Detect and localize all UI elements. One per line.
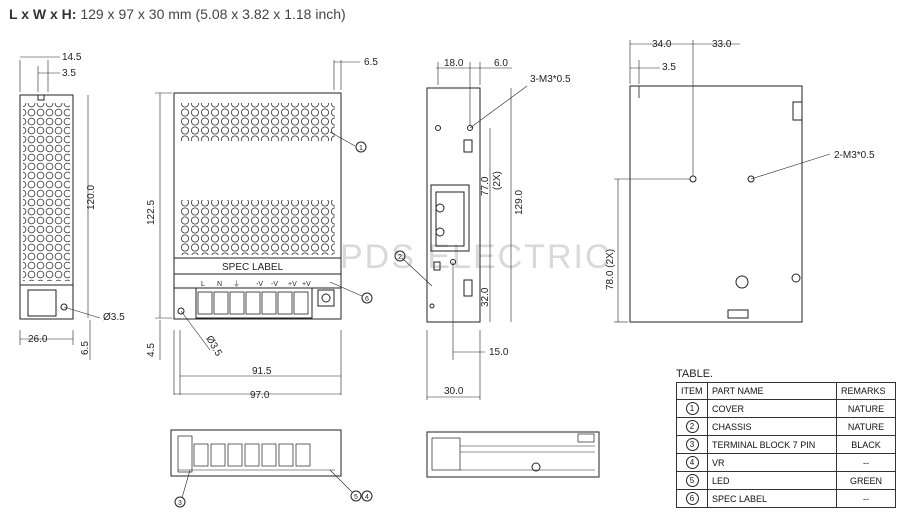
header-label: L x W x H: bbox=[9, 6, 77, 22]
watermark-text: PDS ELECTRIC bbox=[340, 238, 612, 276]
back-dim-3-5: 3.5 bbox=[662, 62, 676, 73]
remarks: GREEN bbox=[836, 471, 896, 490]
part-name: LED bbox=[707, 471, 837, 490]
parts-table: ITEM PART NAME REMARKS 1 COVER NATURE 2 … bbox=[676, 382, 896, 508]
side-dim-77: 77.0 bbox=[480, 176, 491, 196]
header-value: 129 x 97 x 30 mm (5.08 x 3.82 x 1.18 inc… bbox=[80, 6, 346, 22]
left-dim-6-5: 6.5 bbox=[80, 341, 91, 355]
item-number: 5 bbox=[685, 474, 699, 487]
left-dim-3-5: 3.5 bbox=[62, 68, 76, 79]
remarks: -- bbox=[836, 489, 896, 508]
table-row: 2 CHASSIS NATURE bbox=[676, 417, 896, 436]
remarks: BLACK bbox=[836, 435, 896, 454]
left-view bbox=[19, 56, 101, 360]
front-dim-6-5: 6.5 bbox=[364, 57, 378, 68]
part-name: TERMINAL BLOCK 7 PIN bbox=[707, 435, 837, 454]
item-number: 4 bbox=[685, 456, 699, 469]
table-row: 3 TERMINAL BLOCK 7 PIN BLACK bbox=[676, 435, 896, 454]
callout-5: 5 bbox=[354, 494, 358, 501]
remarks: -- bbox=[836, 453, 896, 472]
back-dim-34: 34.0 bbox=[652, 39, 672, 50]
front-dim-hole: Ø3.5 bbox=[203, 334, 224, 359]
item-number: 3 bbox=[685, 438, 699, 451]
part-name: SPEC LABEL bbox=[707, 489, 837, 508]
left-dim-26: 26.0 bbox=[28, 334, 48, 345]
parts-table-container: TABLE. ITEM PART NAME REMARKS 1 COVER NA… bbox=[676, 368, 896, 508]
parts-table-header: ITEM PART NAME REMARKS bbox=[676, 382, 896, 400]
side-screw-label: 3-M3*0.5 bbox=[530, 74, 571, 85]
header-part-name: PART NAME bbox=[707, 382, 837, 400]
callout-1: 1 bbox=[359, 145, 363, 152]
dimension-header: L x W x H: 129 x 97 x 30 mm (5.08 x 3.82… bbox=[9, 6, 346, 22]
back-dim-78: 78.0 (2X) bbox=[605, 249, 616, 290]
back-dim-33: 33.0 bbox=[712, 39, 732, 50]
side-dim-18: 18.0 bbox=[444, 58, 464, 69]
header-remarks: REMARKS bbox=[836, 382, 896, 400]
item-number: 2 bbox=[685, 420, 699, 433]
bottom-view-front bbox=[170, 429, 373, 508]
callout-4: 4 bbox=[365, 494, 369, 501]
header-item: ITEM bbox=[676, 382, 708, 400]
part-name: COVER bbox=[707, 399, 837, 418]
table-row: 6 SPEC LABEL -- bbox=[676, 489, 896, 508]
front-view bbox=[155, 60, 373, 395]
terminal-label-v-4: +V bbox=[302, 281, 311, 288]
left-dim-hole: Ø3.5 bbox=[103, 312, 125, 323]
callout-3: 3 bbox=[178, 500, 182, 507]
terminal-label-ground: ⏚ bbox=[233, 280, 240, 288]
front-dim-122-5: 122.5 bbox=[146, 200, 157, 225]
bottom-view-side bbox=[426, 431, 600, 478]
callout-6: 6 bbox=[365, 296, 369, 303]
back-screw-label: 2-M3*0.5 bbox=[834, 150, 875, 161]
remarks: NATURE bbox=[836, 399, 896, 418]
part-name: VR bbox=[707, 453, 837, 472]
side-dim-15: 15.0 bbox=[489, 347, 509, 358]
front-dim-4-5: 4.5 bbox=[146, 343, 157, 357]
terminal-label-v-3: +V bbox=[288, 281, 297, 288]
table-row: 4 VR -- bbox=[676, 453, 896, 472]
table-row: 1 COVER NATURE bbox=[676, 399, 896, 418]
side-dim-30: 30.0 bbox=[444, 386, 464, 397]
terminal-label-l: L bbox=[201, 281, 205, 288]
spec-label-text: SPEC LABEL bbox=[222, 262, 284, 273]
part-name: CHASSIS bbox=[707, 417, 837, 436]
terminal-label-n: N bbox=[217, 281, 222, 288]
front-dim-97: 97.0 bbox=[250, 390, 270, 401]
side-dim-129: 129.0 bbox=[514, 190, 525, 215]
parts-table-title: TABLE. bbox=[676, 368, 714, 380]
side-view bbox=[394, 62, 528, 400]
front-dim-91-5: 91.5 bbox=[252, 366, 272, 377]
left-dim-14-5: 14.5 bbox=[62, 52, 82, 63]
callout-2: 2 bbox=[398, 254, 402, 261]
side-dim-77-note: (2X) bbox=[492, 171, 503, 190]
terminal-label-v-2: -V bbox=[271, 281, 278, 288]
terminal-label-v-1: -V bbox=[256, 281, 263, 288]
side-dim-6: 6.0 bbox=[494, 58, 508, 69]
left-dim-120: 120.0 bbox=[86, 185, 97, 210]
side-dim-32: 32.0 bbox=[480, 287, 491, 307]
item-number: 1 bbox=[685, 402, 699, 415]
back-view bbox=[614, 40, 831, 323]
remarks: NATURE bbox=[836, 417, 896, 436]
table-row: 5 LED GREEN bbox=[676, 471, 896, 490]
item-number: 6 bbox=[685, 492, 699, 505]
